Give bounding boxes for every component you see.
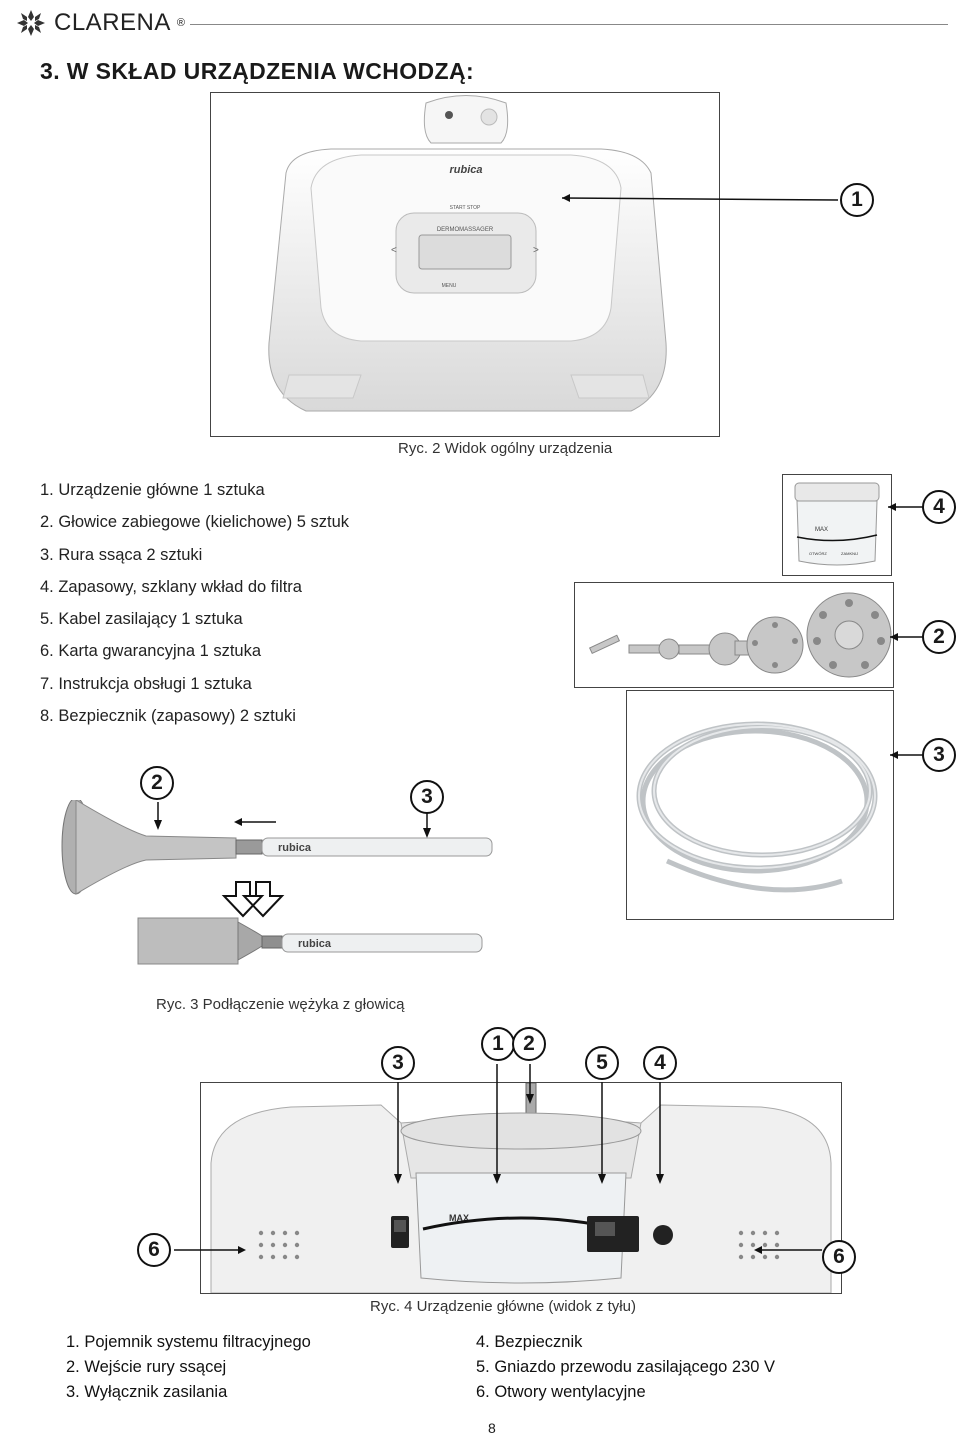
list-item: 7. Instrukcja obsługi 1 sztuka — [40, 674, 252, 693]
rear-legend-right: 4. Bezpiecznik 5. Gniazdo przewodu zasil… — [476, 1330, 775, 1405]
rear-legend-left: 1. Pojemnik systemu filtracyjnego 2. Wej… — [66, 1330, 311, 1405]
page-number: 8 — [488, 1420, 496, 1436]
callout-rear-6-right: 6 — [822, 1240, 856, 1274]
brand-name: CLARENA — [54, 9, 171, 36]
device-brand-label: rubica — [449, 164, 482, 176]
legend-item: 1. Pojemnik systemu filtracyjnego — [66, 1333, 311, 1351]
legend-item: 2. Wejście rury ssącej — [66, 1358, 227, 1376]
callout-tube: 3 — [922, 738, 956, 772]
suction-tube-photo — [626, 690, 894, 920]
callout-rear-5: 5 — [585, 1046, 619, 1080]
list-item: 1. Urządzenie główne 1 sztuka — [40, 481, 265, 499]
section-title: 3. W SKŁAD URZĄDZENIA WCHODZĄ: — [40, 58, 475, 84]
menu-label: MENU — [442, 283, 457, 289]
callout-rear-6-left: 6 — [137, 1233, 171, 1267]
rear-jar-max-label: MAX — [449, 1213, 469, 1223]
registered-mark: ® — [176, 17, 185, 29]
contents-list: 1. Urządzenie główne 1 sztuka 2. Głowice… — [40, 474, 349, 732]
figure-3-caption: Ryc. 3 Podłączenie wężyka z głowicą — [156, 996, 405, 1013]
jar-close-label: ZAMKNIJ — [841, 551, 858, 556]
connection-diagram: rubica rubica — [61, 800, 493, 965]
callout-main-device: 1 — [840, 183, 874, 217]
filter-jar-photo: MAX OTWÓRZ ZAMKNIJ — [782, 474, 892, 576]
tube-brand-label-2: rubica — [298, 938, 332, 950]
svg-text:>: > — [533, 245, 539, 256]
flower-logo-icon — [14, 8, 48, 38]
jar-max-label: MAX — [815, 527, 828, 533]
leader-line-main — [561, 194, 839, 202]
callout-rear-1: 1 — [481, 1027, 515, 1061]
callout-heads: 2 — [922, 620, 956, 654]
callout-jar: 4 — [922, 490, 956, 524]
jar-open-label: OTWÓRZ — [809, 551, 827, 556]
leader-line-tube — [890, 751, 924, 759]
svg-text:<: < — [391, 245, 397, 256]
leader-line-jar — [888, 503, 924, 511]
callout-connection-head: 2 — [140, 766, 174, 800]
brand-logo: CLARENA ® — [14, 8, 185, 38]
figure-2-caption: Ryc. 2 Widok ogólny urządzenia — [398, 440, 613, 457]
callout-rear-3: 3 — [381, 1046, 415, 1080]
list-item: 4. Zapasowy, szklany wkład do filtra — [40, 577, 302, 596]
legend-item: 4. Bezpiecznik — [476, 1333, 583, 1351]
callout-rear-4: 4 — [643, 1046, 677, 1080]
start-stop-label: START STOP — [450, 205, 481, 211]
header-rule — [190, 24, 948, 25]
list-item: 6. Karta gwarancyjna 1 sztuka — [40, 642, 262, 661]
tube-brand-label: rubica — [278, 842, 312, 854]
callout-rear-2: 2 — [512, 1027, 546, 1061]
device-top-photo: rubica DERMOMASSAGER START STOP MENU < > — [210, 92, 720, 437]
display-label: DERMOMASSAGER — [437, 227, 494, 233]
rear-leader-lines — [174, 1064, 822, 1254]
treatment-heads-photo — [574, 582, 894, 688]
legend-item: 3. Wyłącznik zasilania — [66, 1383, 228, 1401]
list-item: 8. Bezpiecznik (zapasowy) 2 sztuki — [40, 707, 296, 726]
device-rear-photo: MAX — [200, 1082, 842, 1294]
list-item: 5. Kabel zasilający 1 sztuka — [40, 610, 243, 629]
figure-4-caption: Ryc. 4 Urządzenie główne (widok z tyłu) — [370, 1298, 636, 1315]
leader-line-heads — [890, 633, 924, 641]
legend-item: 5. Gniazdo przewodu zasilającego 230 V — [476, 1358, 776, 1376]
list-item: 2. Głowice zabiegowe (kielichowe) 5 sztu… — [40, 513, 350, 532]
list-item: 3. Rura ssąca 2 sztuki — [40, 545, 203, 564]
legend-item: 6. Otwory wentylacyjne — [476, 1383, 646, 1401]
